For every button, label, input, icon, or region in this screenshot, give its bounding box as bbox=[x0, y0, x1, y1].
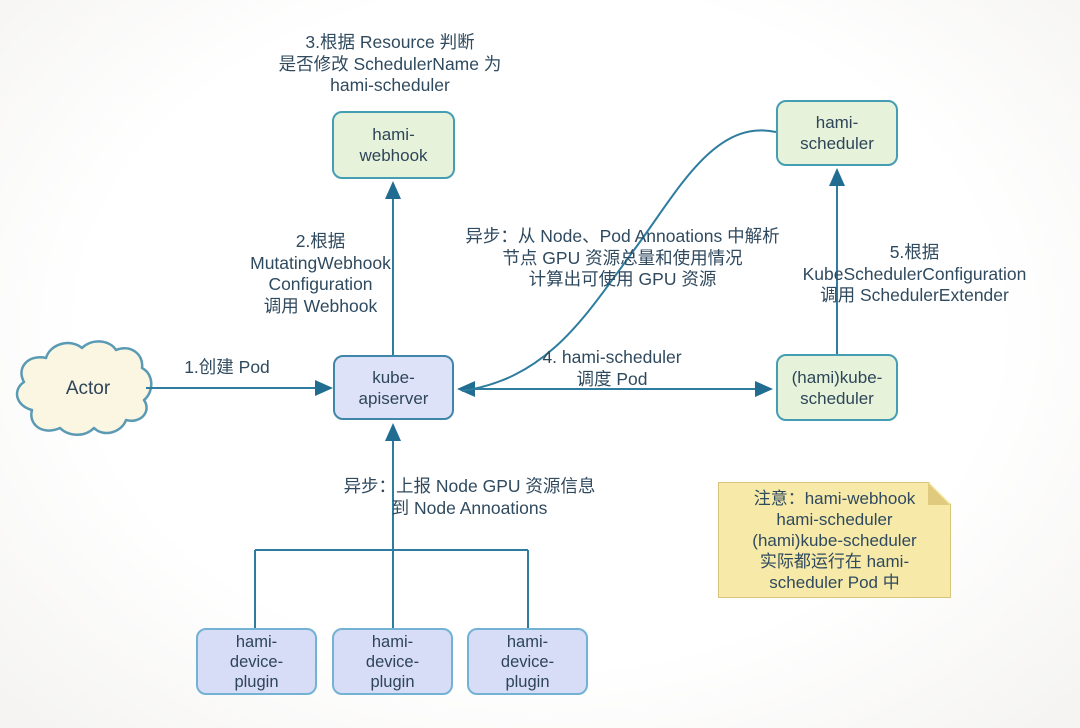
node-hami-device-plugin-3: hami- device- plugin bbox=[467, 628, 588, 695]
annotation-step5: 5.根据 KubeSchedulerConfiguration 调用 Sched… bbox=[802, 242, 1027, 305]
arrowhead-into-webhook bbox=[385, 181, 401, 199]
node-hami-device-plugin-1-label: hami- device- plugin bbox=[229, 632, 284, 691]
node-hami-scheduler-label: hami- scheduler bbox=[800, 113, 874, 153]
node-hami-kube-scheduler: (hami)kube- scheduler bbox=[776, 354, 898, 421]
node-hami-scheduler: hami- scheduler bbox=[776, 100, 898, 166]
annotation-step3: 3.根据 Resource 判断 是否修改 SchedulerName 为 ha… bbox=[278, 32, 502, 95]
node-hami-device-plugin-3-label: hami- device- plugin bbox=[500, 632, 555, 691]
arrowhead-into-apiserver-left bbox=[315, 380, 333, 396]
annotation-async-parse: 异步：从 Node、Pod Annoations 中解析 节点 GPU 资源总量… bbox=[465, 226, 780, 289]
annotation-async-report: 异步：上报 Node GPU 资源信息 到 Node Annoations bbox=[343, 476, 596, 518]
node-hami-kube-scheduler-label: (hami)kube- scheduler bbox=[791, 367, 883, 408]
connector-async-curve bbox=[461, 129, 777, 392]
node-hami-device-plugin-2-label: hami- device- plugin bbox=[365, 632, 420, 691]
actor-cloud-shape bbox=[15, 340, 153, 436]
sticky-note-text: 注意：hami-webhook hami-scheduler (hami)kub… bbox=[752, 489, 917, 592]
node-kube-apiserver: kube- apiserver bbox=[333, 355, 454, 420]
node-hami-device-plugin-1: hami- device- plugin bbox=[196, 628, 317, 695]
arrowhead-into-kubescheduler bbox=[755, 381, 773, 397]
sticky-note: 注意：hami-webhook hami-scheduler (hami)kub… bbox=[718, 482, 951, 598]
annotation-step1: 1.创建 Pod bbox=[184, 357, 270, 377]
node-kube-apiserver-label: kube- apiserver bbox=[358, 367, 429, 408]
node-hami-webhook: hami- webhook bbox=[332, 111, 455, 179]
node-hami-device-plugin-2: hami- device- plugin bbox=[332, 628, 453, 695]
node-hami-webhook-label: hami- webhook bbox=[359, 125, 428, 165]
node-actor-label: Actor bbox=[65, 378, 111, 399]
arrowhead-into-apiserver-right bbox=[457, 381, 475, 397]
annotation-step2: 2.根据 MutatingWebhook Configuration 调用 We… bbox=[250, 231, 391, 316]
arrowhead-into-hamischeduler bbox=[829, 168, 845, 186]
arrowhead-into-apiserver-bottom bbox=[385, 423, 401, 441]
annotation-step4: 4. hami-scheduler 调度 Pod bbox=[542, 347, 682, 389]
